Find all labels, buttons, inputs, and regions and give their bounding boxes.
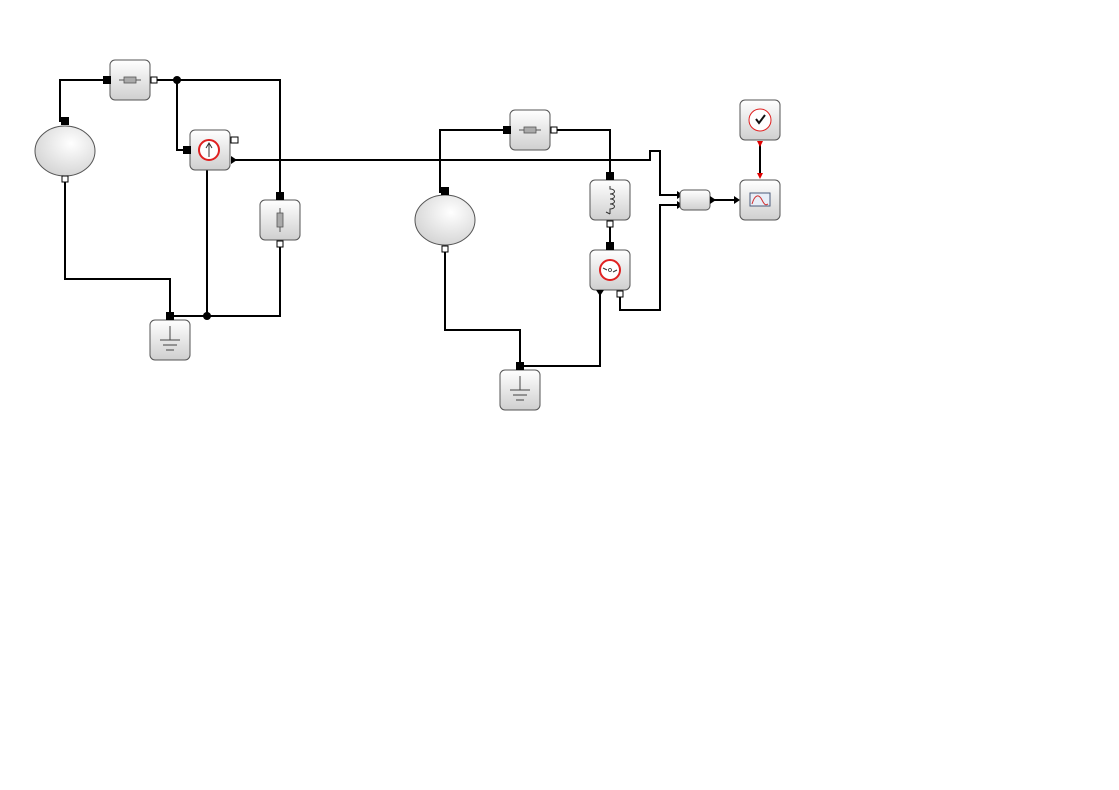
arrow-head [734,196,740,204]
voltage-sensor-block[interactable] [589,242,631,298]
wires-right-circuit [439,129,740,367]
clock-icon [748,108,772,132]
ground-port[interactable] [166,312,174,320]
wire-resistor2-to-inductor[interactable] [555,129,611,177]
vsensor-output-port[interactable] [596,290,604,296]
voltage-sensor-icon [599,259,621,281]
inductor-input-port[interactable] [606,172,614,180]
current-sensor-block[interactable] [183,129,239,171]
resistor-icon [119,76,141,84]
inductor-icon [605,186,615,215]
ground-icon [510,376,530,401]
resistor2-output-port[interactable] [550,126,558,134]
wire-current-signal-to-mux[interactable] [234,150,677,196]
capacitor-output-port[interactable] [276,240,284,248]
sensor-input-port[interactable] [183,146,191,154]
scope-block[interactable] [739,179,781,221]
scope-activation-port[interactable] [757,173,763,179]
capacitor-input-port[interactable] [276,192,284,200]
wire-vsensor-to-ground2[interactable] [520,292,601,367]
capacitor-block[interactable] [259,192,301,248]
scope-icon [749,192,771,207]
sensor-output-port[interactable] [230,136,239,144]
capacitor-icon [276,208,284,232]
wire-source-to-resistor[interactable] [59,79,107,122]
wire-junction [173,76,181,84]
wire-junction [203,312,211,320]
source2-negative-port[interactable] [441,245,449,253]
wire-source2-to-ground2[interactable] [444,250,521,366]
wire-voltage-signal-to-mux[interactable] [619,204,677,311]
source-block-left[interactable] [34,117,96,183]
inductor-block[interactable] [589,172,631,228]
ground2-port[interactable] [516,362,524,370]
wire-source-to-ground[interactable] [64,180,171,316]
wire-junction-to-sensor[interactable] [176,80,187,151]
ground-block-left[interactable] [149,312,191,361]
current-sensor-icon [198,139,220,161]
ground-icon [160,326,180,351]
wire-capacitor-to-ground[interactable] [170,244,281,317]
mux-output-port[interactable] [710,196,716,204]
clock-block[interactable] [739,99,781,141]
source-block-right[interactable] [414,187,476,253]
wire-resistor-to-capacitor[interactable] [155,79,281,196]
resistor-block-right[interactable] [503,109,558,151]
ground-block-right[interactable] [499,362,541,411]
clock-output-port[interactable] [757,141,763,147]
source-negative-port[interactable] [61,175,69,183]
resistor-icon [519,126,541,134]
inductor-output-port[interactable] [606,220,614,228]
source-positive-port[interactable] [61,117,69,125]
resistor-input-port[interactable] [103,76,111,84]
wires-left-circuit [59,76,281,320]
source2-positive-port[interactable] [441,187,449,195]
mux-block[interactable] [679,189,716,211]
resistor-block-left[interactable] [103,59,158,101]
sensor-signal-port[interactable] [231,156,237,164]
vsensor-signal-port[interactable] [616,290,624,298]
resistor2-input-port[interactable] [503,126,511,134]
resistor-output-port[interactable] [150,76,158,84]
vsensor-input-port[interactable] [606,242,614,250]
